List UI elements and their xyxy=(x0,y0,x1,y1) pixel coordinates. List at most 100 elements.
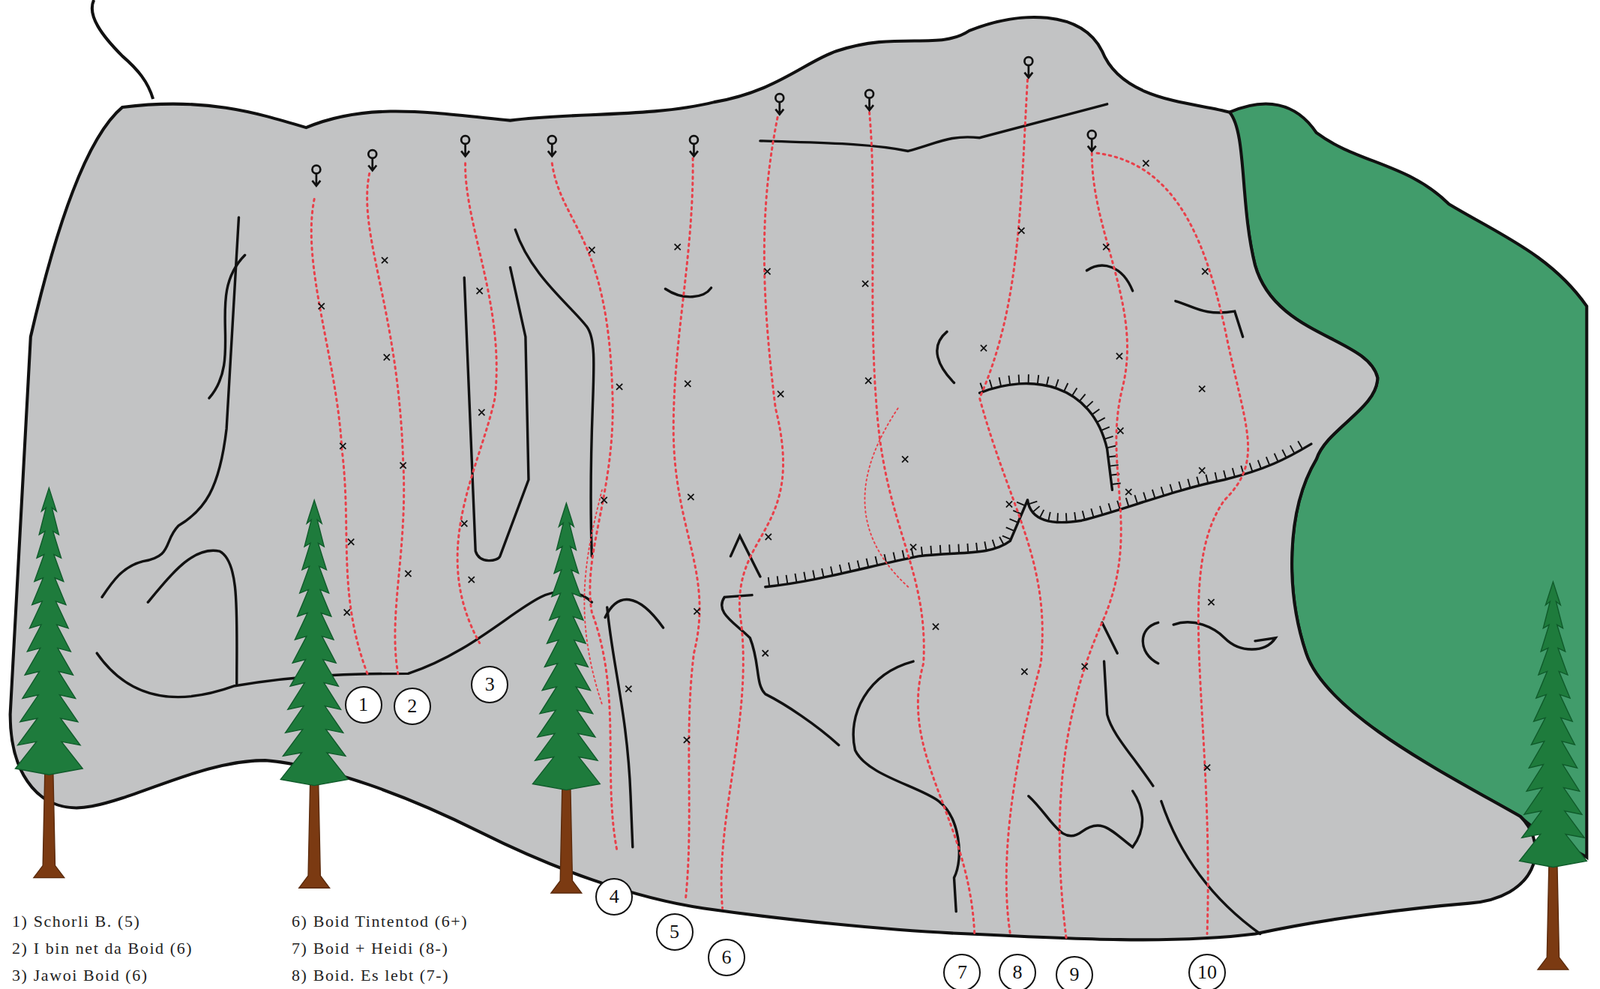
crag-drawing xyxy=(311,165,321,174)
crag-drawing xyxy=(548,143,557,156)
crag-drawing xyxy=(932,623,939,630)
crag-drawing xyxy=(683,737,690,744)
crag-drawing xyxy=(693,608,700,615)
crag-drawing xyxy=(1006,527,1015,531)
crag-drawing xyxy=(1074,512,1076,522)
crag-drawing xyxy=(1027,443,1311,523)
crag-drawing xyxy=(689,135,699,144)
route-label: 8) Boid. Es lebt (7-) xyxy=(291,965,450,986)
crag-drawing xyxy=(1086,265,1133,291)
crag-drawing xyxy=(768,577,770,587)
crag-drawing xyxy=(765,533,772,540)
crag-drawing xyxy=(1008,375,1010,385)
crag-drawing xyxy=(768,374,1304,587)
route-label: 1) Schorli B. (5) xyxy=(11,911,141,932)
callout-number: 1 xyxy=(358,695,369,715)
route-number-circle: 1 xyxy=(344,686,383,724)
crag-drawing xyxy=(457,163,497,644)
crag-drawing xyxy=(1081,663,1088,670)
crag-drawing xyxy=(853,661,959,911)
crag-drawing xyxy=(601,497,608,504)
crag-drawing xyxy=(344,609,351,616)
crag-drawing xyxy=(318,302,325,309)
crag-drawing xyxy=(1175,301,1244,338)
crag-drawing xyxy=(400,462,407,469)
crag-drawing xyxy=(865,98,874,111)
crag-drawing xyxy=(605,599,664,628)
crag-drawing xyxy=(777,575,780,585)
crag-drawing xyxy=(848,562,851,572)
route-number-circle: 8 xyxy=(998,953,1037,989)
crag-drawing xyxy=(1099,506,1103,516)
crag-drawing xyxy=(1018,227,1025,234)
crag-drawing xyxy=(1142,622,1158,663)
crag-drawing xyxy=(1032,506,1040,513)
route-label: 7) Boid + Heidi (8-) xyxy=(291,938,449,959)
crag-drawing xyxy=(1282,449,1286,459)
callout-number: 5 xyxy=(669,922,680,942)
route-label: 2) I bin net da Boid (6) xyxy=(11,938,193,959)
crag-drawing xyxy=(1142,160,1149,167)
crag-drawing xyxy=(1126,497,1130,507)
crag-drawing xyxy=(1082,510,1085,520)
crag-drawing xyxy=(673,158,700,899)
route-number-circle: 10 xyxy=(1188,953,1226,989)
crag-drawing xyxy=(775,101,784,114)
crag-drawing xyxy=(1223,470,1226,480)
crag-drawing xyxy=(803,572,806,582)
crag-drawing xyxy=(939,545,942,555)
crag-drawing xyxy=(1087,138,1097,151)
route-number-circle: 5 xyxy=(656,913,694,951)
crag-drawing xyxy=(1161,486,1165,496)
crag-drawing xyxy=(311,56,1096,186)
callout-number: 4 xyxy=(609,886,620,907)
crag-drawing xyxy=(1274,453,1279,462)
crag-drawing xyxy=(96,104,1312,935)
crag-drawing xyxy=(101,217,239,597)
crag-drawing xyxy=(979,383,1113,491)
crag-drawing xyxy=(1104,661,1154,786)
crag-drawing xyxy=(1059,152,1127,939)
crag-drawing xyxy=(957,544,960,554)
crag-drawing xyxy=(984,541,986,551)
route-number-circle: 4 xyxy=(595,877,633,916)
crag-drawing xyxy=(689,143,699,156)
crag-drawing xyxy=(760,104,1108,152)
crag-drawing xyxy=(1087,130,1097,139)
crag-drawing xyxy=(1016,502,1025,507)
crag-drawing xyxy=(1290,445,1295,454)
crag-drawing xyxy=(1091,409,1100,415)
crag-drawing xyxy=(468,576,475,583)
callout-number: 3 xyxy=(485,674,495,695)
crag-drawing xyxy=(625,686,632,693)
crag-drawing xyxy=(893,551,896,561)
crag-drawing xyxy=(866,558,869,568)
crag-drawing xyxy=(1232,467,1235,477)
crag-drawing xyxy=(762,650,769,657)
crag-drawing xyxy=(1178,481,1181,491)
crag-drawing xyxy=(976,542,977,552)
crag-drawing xyxy=(992,539,996,549)
crag-drawing xyxy=(775,93,784,102)
crag-drawing xyxy=(1024,65,1033,78)
crag-drawing xyxy=(948,544,951,554)
crag-drawing xyxy=(1125,488,1132,495)
crag-drawing xyxy=(1134,494,1138,504)
crag-drawing xyxy=(1101,426,1110,431)
crag-drawing xyxy=(1090,508,1094,518)
crag-drawing xyxy=(368,149,377,159)
crag-drawing xyxy=(347,539,354,546)
crag-drawing xyxy=(1048,512,1051,522)
crag-drawing xyxy=(777,390,784,397)
crag-drawing xyxy=(1096,417,1106,423)
crag-drawing xyxy=(1537,860,1569,970)
crag-drawing xyxy=(461,143,470,156)
crag-drawing xyxy=(1072,388,1078,396)
crag-drawing xyxy=(1198,467,1205,474)
crag-drawing xyxy=(910,544,917,551)
route-label: 3) Jawoi Boid (6) xyxy=(11,965,149,986)
crag-drawing xyxy=(299,779,330,888)
crag-drawing xyxy=(1152,489,1156,499)
crag-drawing xyxy=(14,488,1587,970)
